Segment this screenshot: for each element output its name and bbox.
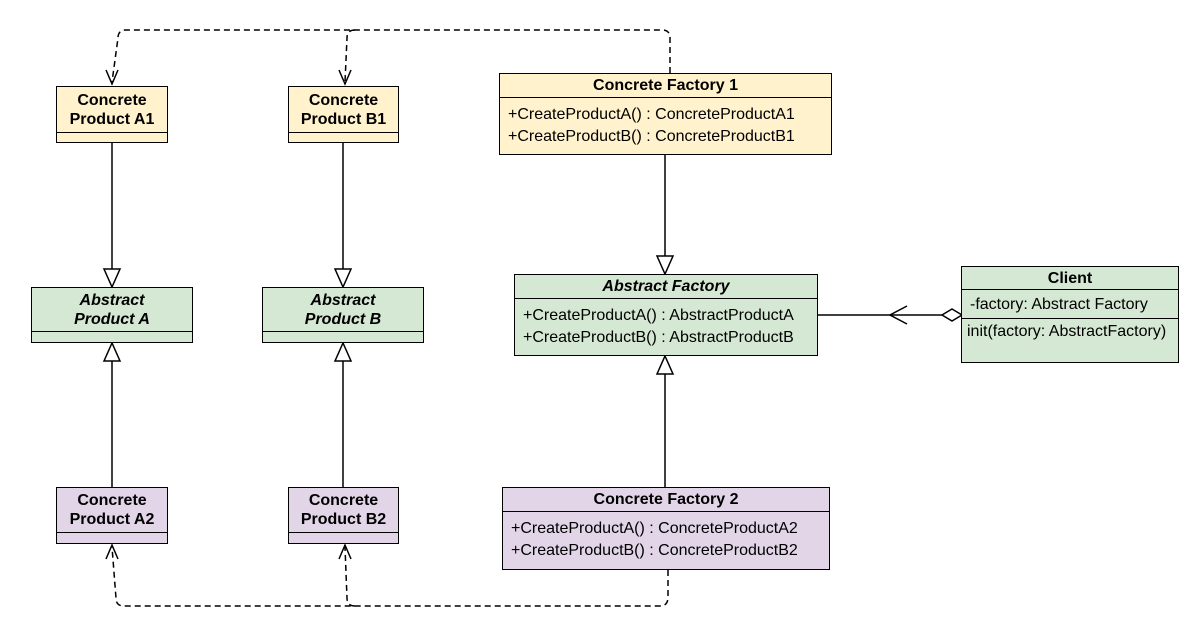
method-init: init(factory: AbstractFactory) — [967, 323, 1167, 340]
class-name-line2: Product A1 — [69, 110, 155, 128]
attribute-factory: -factory: Abstract Factory — [970, 296, 1148, 313]
concrete-factory-2-class: Concrete Factory 2 +CreateProductA() : C… — [502, 487, 830, 570]
class-title: Client — [1047, 269, 1093, 287]
class-name: Concrete Product B1 — [289, 87, 398, 133]
concrete-product-a1-class: Concrete Product A1 — [56, 86, 168, 143]
inheritance-arrowhead — [655, 354, 675, 375]
class-name: Abstract Product A — [32, 288, 192, 332]
class-name: Concrete Factory 1 — [500, 74, 831, 98]
class-name: Concrete Product A1 — [57, 87, 167, 133]
concrete-factory-1-class: Concrete Factory 1 +CreateProductA() : C… — [499, 73, 832, 155]
inheritance-arrowhead — [655, 255, 675, 276]
class-name-line2: Product A — [74, 310, 150, 328]
method-create-product-b: +CreateProductB() : ConcreteProductB1 — [508, 128, 795, 145]
dependency-arrowhead — [338, 543, 352, 560]
methods-section: +CreateProductA() : ConcreteProductA2 +C… — [503, 512, 829, 562]
class-title: Concrete Factory 1 — [593, 77, 738, 94]
dependency-arrowhead — [338, 69, 352, 86]
inheritance-arrowhead — [333, 268, 353, 289]
abstract-product-b-class: Abstract Product B — [262, 287, 424, 343]
open-arrowhead — [888, 305, 908, 325]
aggregation-diamond — [940, 308, 964, 322]
class-name-line1: Concrete — [308, 492, 379, 509]
concrete-product-b1-class: Concrete Product B1 — [288, 86, 399, 143]
abstract-product-a-class: Abstract Product A — [31, 287, 193, 343]
dependency-arrowhead — [105, 69, 119, 86]
class-name: Concrete Factory 2 — [503, 488, 829, 512]
class-name: Concrete Product A2 — [57, 488, 167, 533]
concrete-product-b2-class: Concrete Product B2 — [288, 487, 399, 544]
class-name-line2: Product B2 — [300, 511, 387, 528]
methods-section: +CreateProductA() : AbstractProductA +Cr… — [515, 299, 817, 349]
class-name-line1: Concrete — [77, 91, 147, 109]
methods-section: +CreateProductA() : ConcreteProductA1 +C… — [500, 98, 831, 148]
class-name-line1: Abstract — [79, 291, 145, 309]
method-create-product-b: +CreateProductB() : ConcreteProductB2 — [511, 542, 798, 559]
class-name: Abstract Product B — [263, 288, 423, 332]
client-class: Client -factory: Abstract Factory init(f… — [961, 266, 1179, 363]
method-create-product-b: +CreateProductB() : AbstractProductB — [523, 329, 794, 346]
class-name-line2: Product A2 — [69, 511, 155, 528]
inheritance-arrowhead — [102, 268, 122, 289]
class-name-line2: Product B1 — [300, 110, 387, 128]
method-create-product-a: +CreateProductA() : ConcreteProductA2 — [511, 520, 798, 537]
inheritance-arrowhead — [102, 341, 122, 362]
class-name: Abstract Factory — [515, 275, 817, 299]
method-create-product-a: +CreateProductA() : ConcreteProductA1 — [508, 106, 795, 123]
attributes-section: -factory: Abstract Factory — [962, 290, 1178, 318]
inheritance-arrowhead — [333, 341, 353, 362]
dependency-arrowhead — [105, 543, 119, 560]
methods-section: init(factory: AbstractFactory) — [962, 318, 1178, 343]
class-title: Abstract Factory — [602, 278, 730, 295]
class-name-line2: Product B — [304, 310, 382, 328]
class-name-line1: Abstract — [310, 291, 376, 309]
concrete-product-a2-class: Concrete Product A2 — [56, 487, 168, 544]
edge-factory2-creates-b2 — [344, 546, 356, 607]
class-name-line1: Concrete — [77, 492, 147, 509]
class-name: Concrete Product B2 — [289, 488, 398, 533]
class-name: Client — [962, 267, 1178, 290]
edge-factory1-creates-b1 — [344, 29, 356, 83]
abstract-factory-class: Abstract Factory +CreateProductA() : Abs… — [514, 274, 818, 356]
method-create-product-a: +CreateProductA() : AbstractProductA — [523, 307, 794, 324]
class-name-line1: Concrete — [308, 91, 379, 109]
class-title: Concrete Factory 2 — [593, 491, 739, 508]
